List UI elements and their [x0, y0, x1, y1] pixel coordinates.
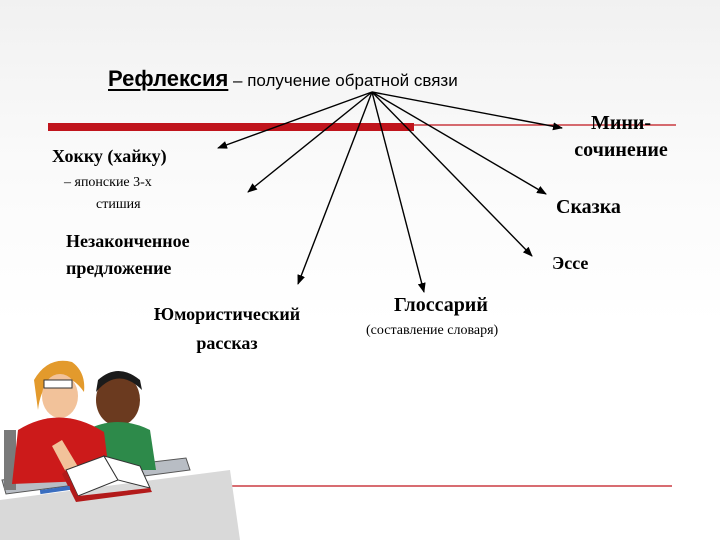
mini-essay-label: Мини- сочинение: [562, 110, 680, 164]
student-hair: [96, 371, 142, 392]
glossary-label: Глоссарий: [394, 294, 488, 316]
mini-line2: сочинение: [574, 139, 668, 161]
arrow-fairytale: [371, 91, 547, 195]
pencil: [39, 485, 71, 495]
arrow-mini: [371, 91, 563, 131]
glossary-desc: (составление словаря): [366, 323, 499, 338]
haiku-desc-line1: – японские 3-х: [64, 175, 152, 190]
arrow-haiku: [217, 91, 373, 149]
unfinished-line2: предложение: [66, 258, 172, 278]
accent-bar: [48, 123, 414, 131]
slide-title: Рефлексия – получение обратной связи: [108, 66, 458, 92]
arrow-humor: [297, 91, 373, 285]
table-shadow: [0, 470, 240, 540]
title-rest: – получение обратной связи: [228, 71, 458, 90]
fairytale-label: Сказка: [556, 196, 621, 218]
teacher-hair: [34, 360, 85, 410]
arrow-essay: [371, 91, 533, 257]
student-head: [96, 374, 140, 426]
unfinished-label: Незаконченное предложение: [66, 228, 190, 282]
humor-line1: Юмористический: [153, 304, 301, 324]
humor-line2: рассказ: [196, 333, 258, 353]
teacher-glasses: [43, 379, 73, 389]
book-cover: [62, 470, 152, 502]
mini-line1: Мини-: [590, 112, 652, 134]
arrow-glossary: [371, 91, 426, 293]
haiku-desc-line2: стишия: [96, 197, 141, 212]
essay-label: Эссе: [552, 253, 589, 273]
arrow-unfinished: [247, 91, 373, 193]
unfinished-line1: Незаконченное: [66, 231, 190, 251]
haiku-label: Хокку (хайку): [52, 146, 167, 166]
title-main: Рефлексия: [108, 66, 229, 91]
humor-label: Юмористический рассказ: [120, 300, 334, 358]
